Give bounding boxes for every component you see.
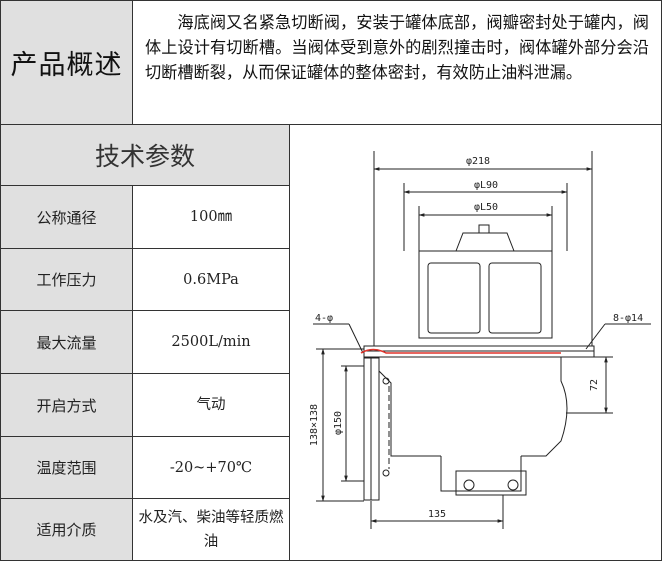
dim-h72: 72 (589, 379, 600, 391)
grid-line (1, 185, 289, 186)
dim-w135: 135 (428, 509, 446, 520)
dim-d150: φL50 (474, 202, 498, 213)
grid-line (1, 436, 289, 437)
overview-label: 产品概述 (1, 1, 132, 124)
grid-line (1, 248, 289, 249)
grid-line (1, 124, 661, 125)
param-value-actuation: 气动 (196, 397, 226, 413)
dim-h138: 138×138 (309, 404, 320, 446)
dim-d190: φL90 (474, 180, 498, 191)
grid-line (1, 373, 289, 374)
param-value-flow: 2500L/min (171, 334, 251, 350)
param-value-temperature: -20~+70℃ (169, 459, 253, 476)
param-label-flow: 最大流量 (1, 311, 132, 373)
param-label-temperature: 温度范围 (1, 437, 132, 498)
overview-text: 海底阀又名紧急切断阀，安装于罐体底部，阀瓣密封处于罐内，阀体上设计有切断槽。当阀… (145, 13, 649, 82)
param-value-pressure: 0.6MPa (183, 271, 239, 288)
grid-line (132, 185, 133, 560)
dim-d218: φ218 (466, 156, 490, 167)
grid-line (1, 498, 289, 499)
valve-technical-drawing: φ218 φL90 φL50 4-φ 8-φ14 135 72 138×138 … (309, 151, 651, 529)
param-value-medium: 水及汽、柴油等轻质燃油 (138, 509, 284, 550)
param-label-medium: 适用介质 (1, 499, 132, 560)
param-label-pressure: 工作压力 (1, 249, 132, 310)
dim-hole-right: 8-φ14 (613, 313, 643, 324)
grid-line (289, 124, 290, 560)
param-label-actuation: 开启方式 (1, 374, 132, 436)
dim-hole-left: 4-φ (315, 313, 333, 324)
param-value-diameter: 100㎜ (189, 209, 233, 225)
param-label-diameter: 公称通径 (1, 186, 132, 248)
dim-d150-vertical: φ150 (333, 411, 344, 435)
params-title: 技术参数 (1, 125, 289, 185)
grid-line (1, 310, 289, 311)
grid-line (132, 1, 133, 124)
